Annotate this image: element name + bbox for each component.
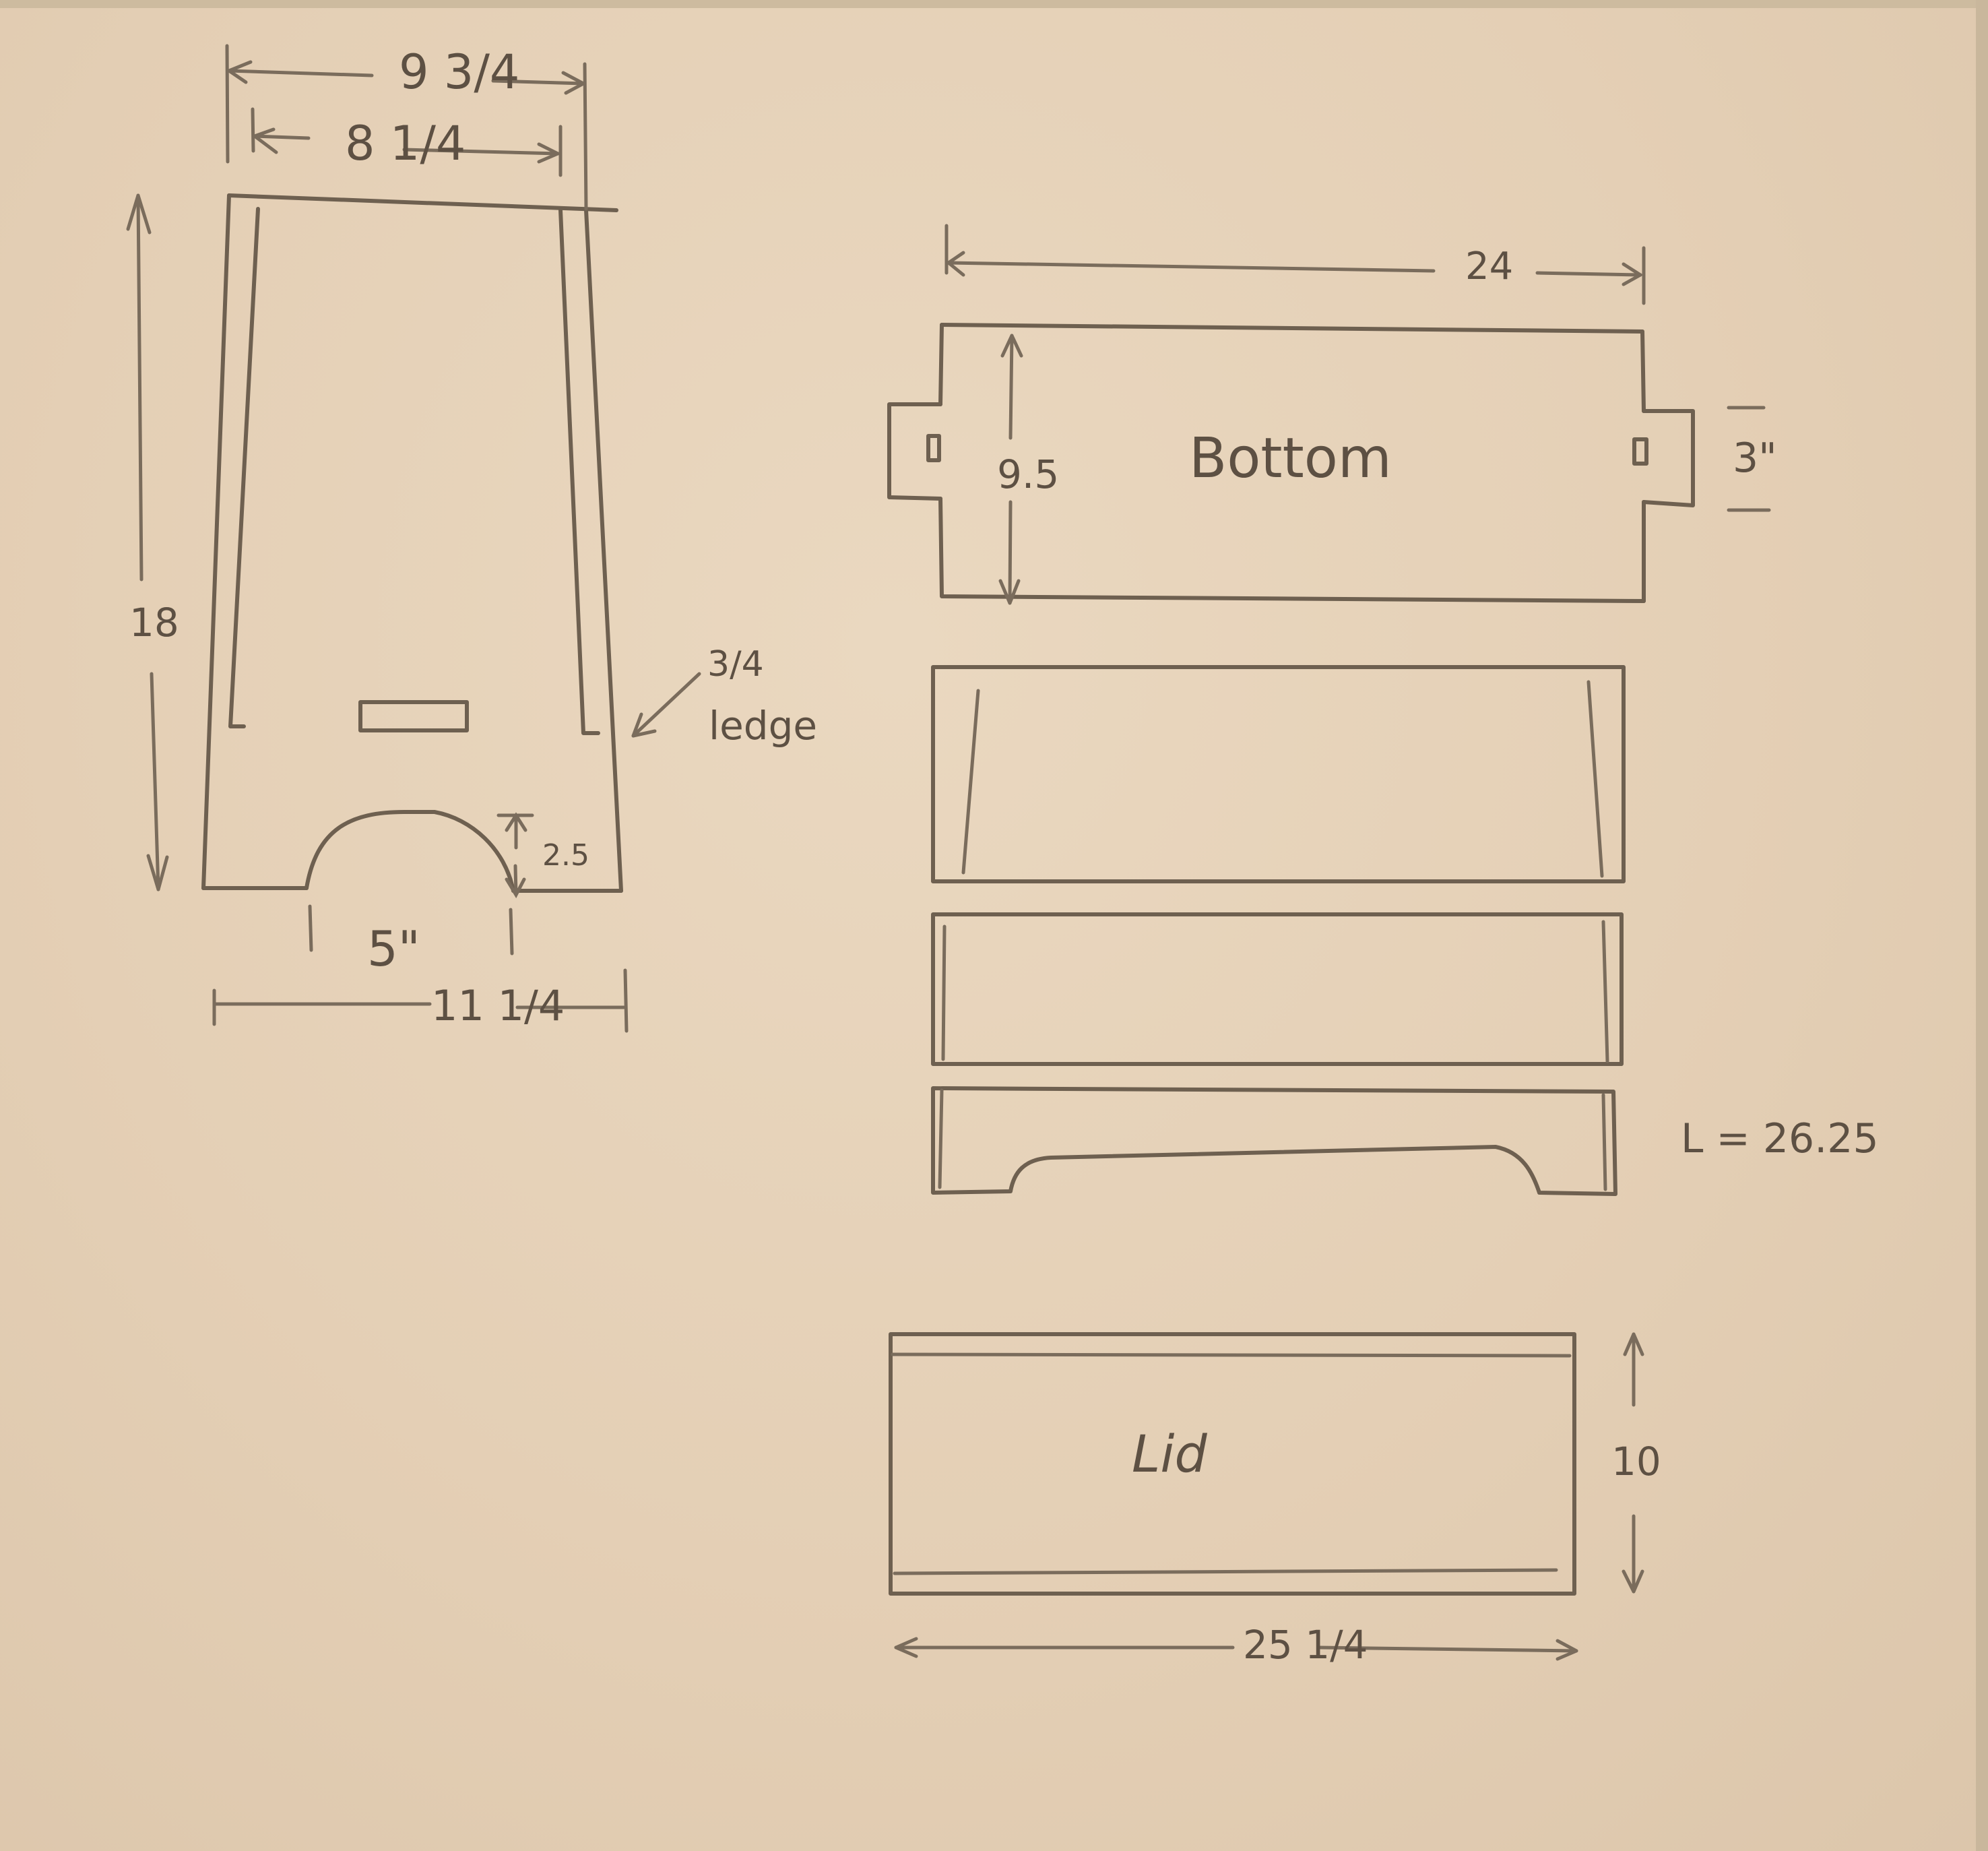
lid-title: Lid [1132, 1424, 1207, 1484]
lid-dimensions [894, 1332, 1644, 1661]
carpet-edge-top [0, 0, 1988, 8]
dim-lid-width: 10 [1611, 1439, 1661, 1484]
dim-cutout-width: 5" [367, 920, 420, 977]
dim-side-height: 18 [129, 600, 179, 646]
ledge-label: ledge [709, 703, 818, 749]
side-panel-outline [201, 193, 623, 893]
dim-cutout-height: 2.5 [542, 838, 589, 873]
dim-top-outer-width: 9 3/4 [399, 44, 520, 100]
dim-tab-width: 3" [1733, 435, 1777, 482]
front-panel-1 [931, 665, 1626, 883]
dim-top-inner-width: 8 1/4 [345, 116, 466, 171]
carpet-edge-right [1976, 0, 1988, 1851]
dim-bottom-length: 24 [1465, 245, 1514, 288]
bottom-board-title: Bottom [1189, 427, 1392, 491]
dim-side-bottom-width: 11 1/4 [431, 981, 565, 1030]
front-panel-3 [931, 1086, 1617, 1196]
bottom-board-dimensions [944, 224, 1771, 605]
panel-length-note: L = 26.25 [1681, 1115, 1879, 1162]
dim-bottom-width: 9.5 [997, 451, 1060, 497]
lid-outline [889, 1332, 1576, 1596]
side-panel-dimensions [126, 44, 701, 1033]
dim-ledge-thickness: 3/4 [707, 644, 764, 685]
front-panel-2 [931, 912, 1624, 1066]
bottom-board-outline [887, 323, 1695, 603]
dim-lid-length: 25 1/4 [1243, 1622, 1368, 1668]
